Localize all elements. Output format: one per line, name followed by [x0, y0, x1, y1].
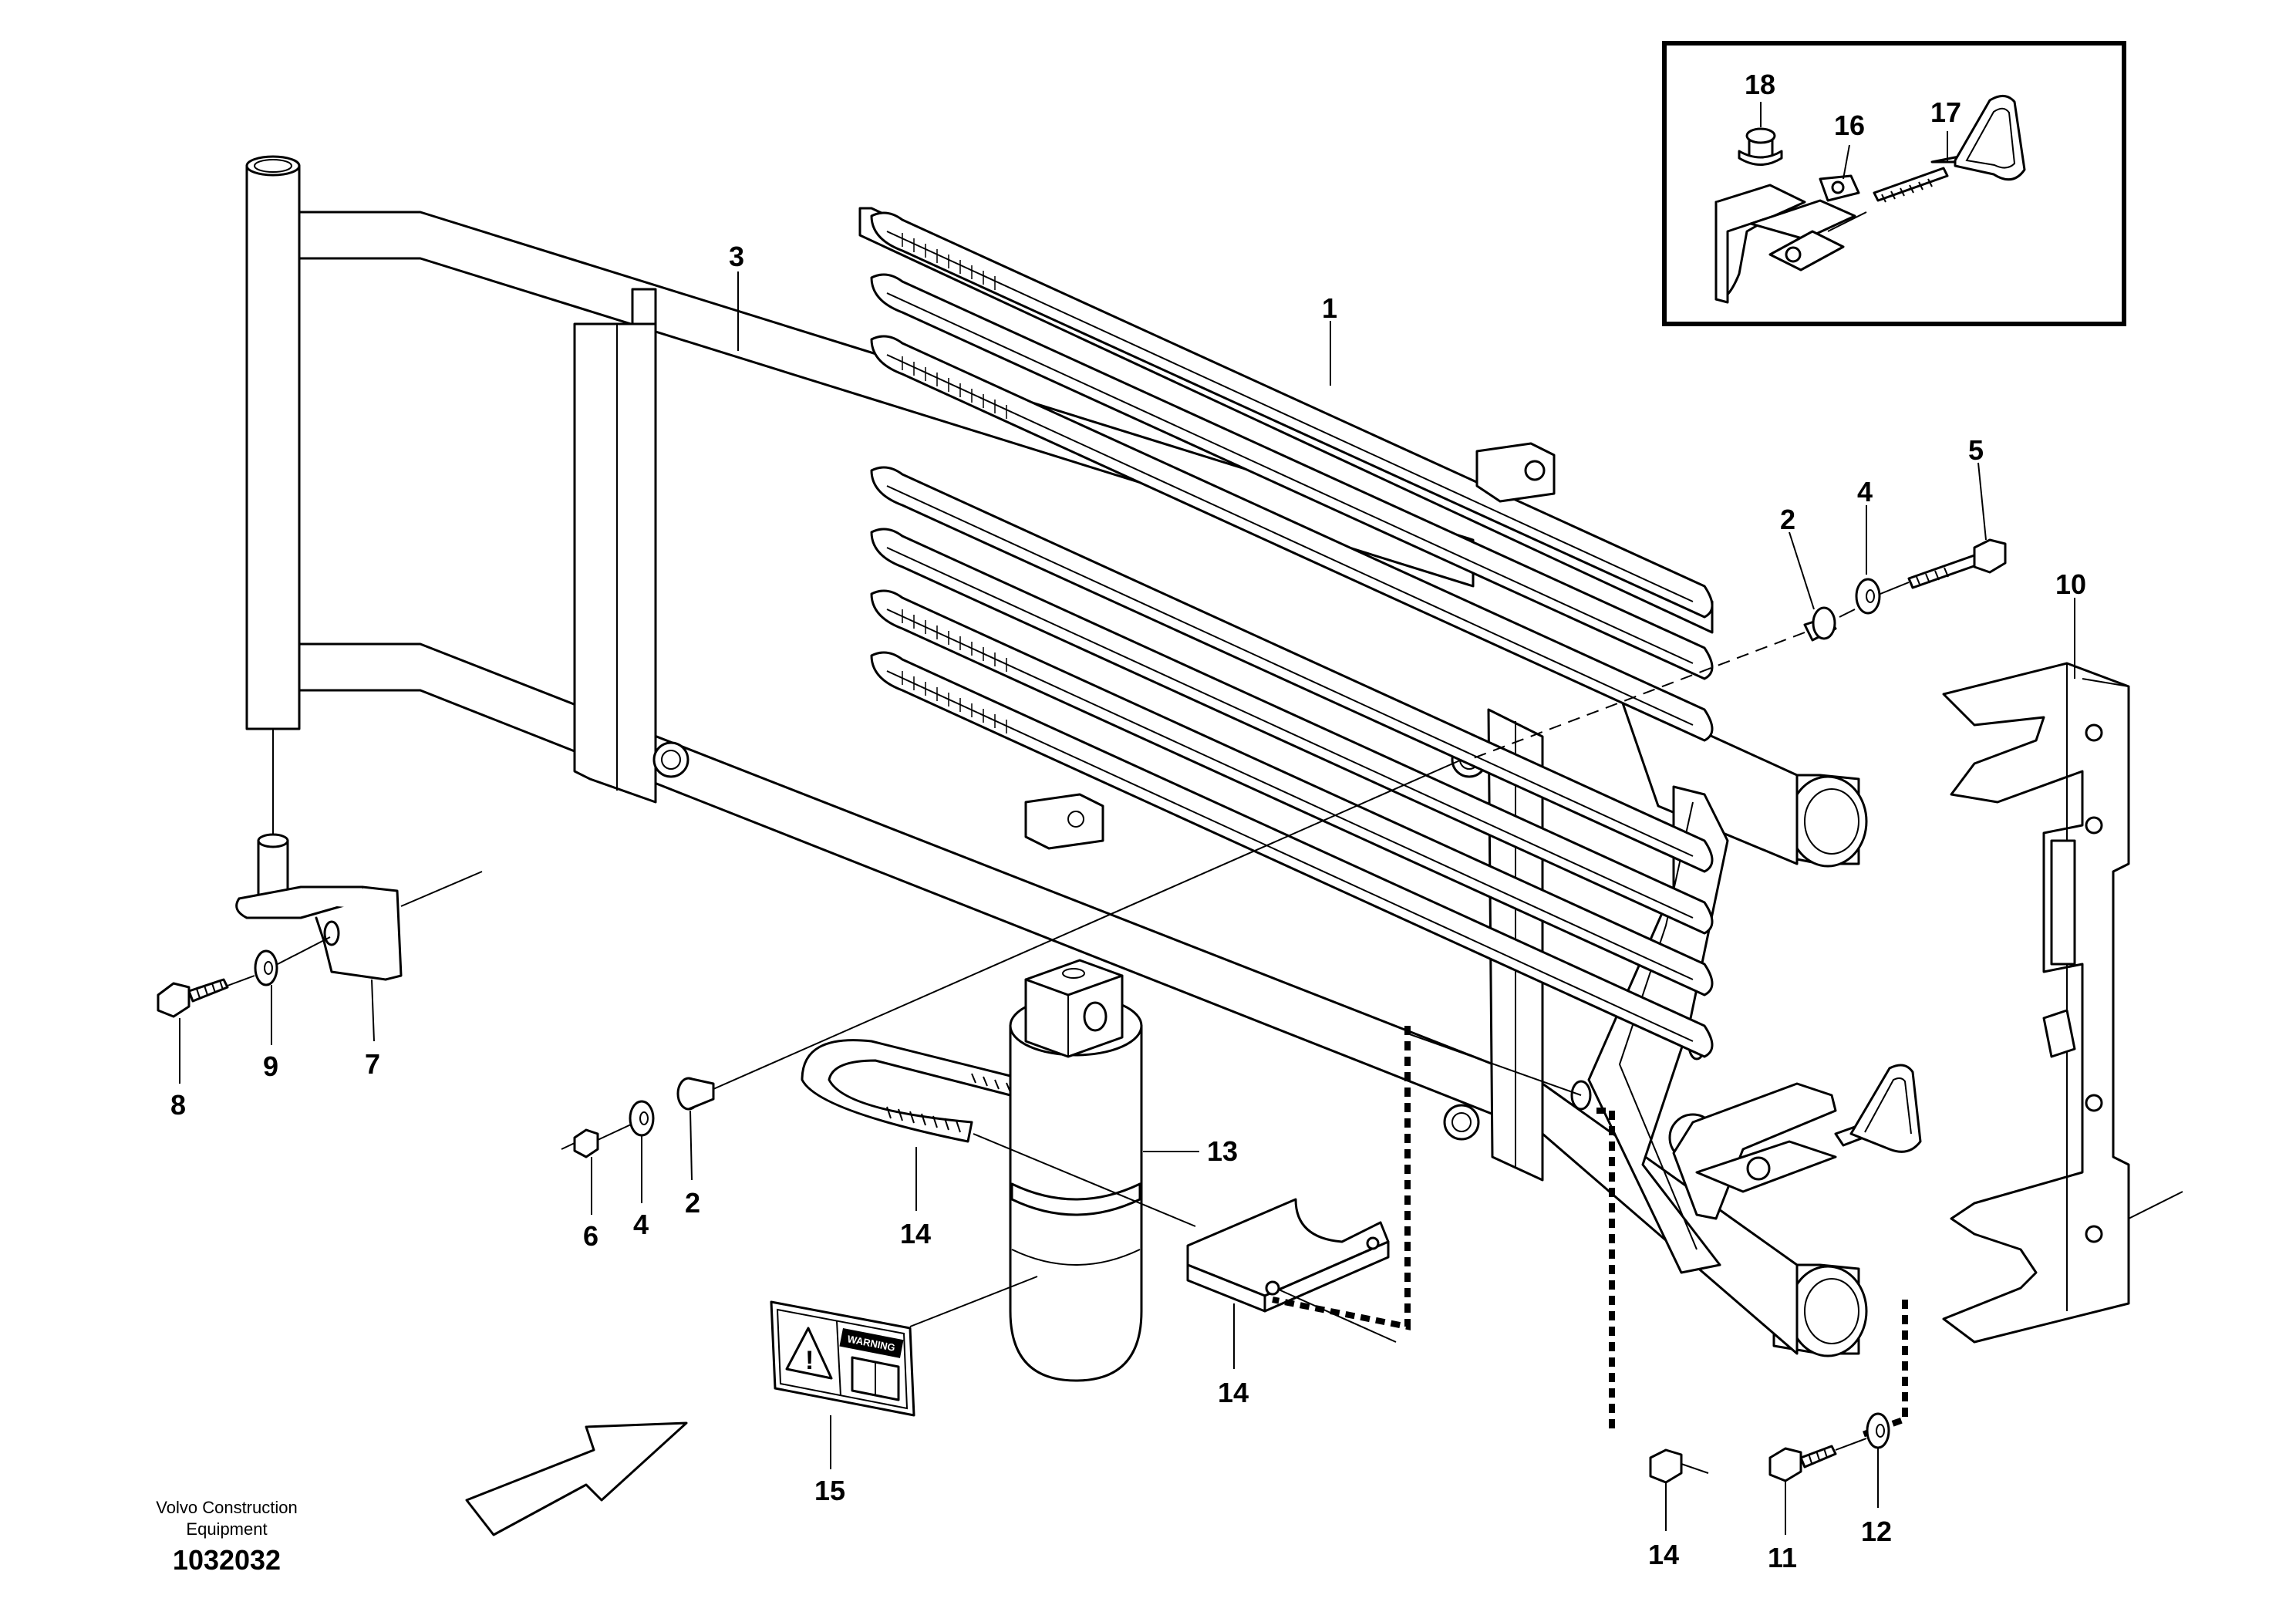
washer-4-left: [629, 1100, 655, 1137]
callout-17: 17: [1930, 96, 1961, 128]
callout-14-nut: 14: [1648, 1539, 1679, 1570]
bracket-10: [1942, 662, 2183, 1344]
washer-4-right: [1855, 578, 1881, 615]
callout-7: 7: [365, 1048, 380, 1080]
latch-assembly: [1668, 1064, 1922, 1220]
callout-numbers: 1 2 2 3 4 4 5 6 7 8 9 10 11 12 13 14 14 …: [170, 69, 2086, 1573]
warning-triangle-icon: [785, 1327, 833, 1380]
drawing-number: 1032032: [173, 1544, 281, 1576]
screw-8: [157, 978, 229, 1018]
callout-8: 8: [170, 1089, 186, 1121]
callout-16: 16: [1834, 110, 1865, 141]
warning-label-15: ! WARNING: [770, 1276, 1038, 1469]
handle-17: [1827, 95, 2026, 232]
footer: Volvo Construction Equipment 1032032: [156, 1498, 297, 1576]
callout-10: 10: [2055, 568, 2086, 600]
view-direction-arrow-icon: [465, 1421, 688, 1536]
callout-6: 6: [583, 1220, 598, 1252]
callout-4-right: 4: [1857, 476, 1873, 508]
company-name-line1: Volvo Construction: [156, 1498, 297, 1517]
callout-3: 3: [729, 241, 744, 272]
leader-lines: [179, 271, 2075, 1535]
callout-9: 9: [263, 1050, 278, 1082]
inset-detail: [1662, 41, 2126, 326]
callout-2-right: 2: [1780, 504, 1795, 535]
washer-9: [254, 949, 278, 986]
callout-13: 13: [1207, 1135, 1238, 1167]
callout-11: 11: [1768, 1542, 1797, 1573]
callout-14-ubolt: 14: [900, 1218, 931, 1249]
condenser-1: [858, 207, 1714, 1058]
callout-2-left: 2: [685, 1187, 700, 1219]
grommet-2-right: [1803, 606, 1837, 642]
callout-4-left: 4: [633, 1209, 649, 1240]
callout-18: 18: [1745, 69, 1775, 100]
screw-5: [1907, 538, 2007, 589]
callout-14-clamp: 14: [1218, 1377, 1249, 1408]
nut-14-bottom: [1649, 1448, 1709, 1484]
nut-6: [573, 1128, 599, 1158]
svg-text:!: !: [805, 1346, 814, 1375]
drier-13: [1009, 959, 1143, 1382]
clamp-14: [1186, 1198, 1397, 1343]
bracket-7: [235, 729, 483, 981]
latch-16: [1714, 174, 1860, 304]
company-name-line2: Equipment: [186, 1519, 267, 1539]
washer-12: [1866, 1412, 1890, 1449]
callout-15: 15: [814, 1475, 845, 1506]
cap-18: [1738, 127, 1783, 166]
grommet-2-left: [676, 1077, 715, 1111]
u-bolt-14: [801, 1039, 1012, 1143]
screw-11: [1768, 1445, 1837, 1482]
condenser-fins: [902, 233, 1007, 733]
callout-5: 5: [1968, 434, 1984, 466]
callout-12: 12: [1861, 1516, 1892, 1547]
callout-1: 1: [1322, 292, 1337, 324]
